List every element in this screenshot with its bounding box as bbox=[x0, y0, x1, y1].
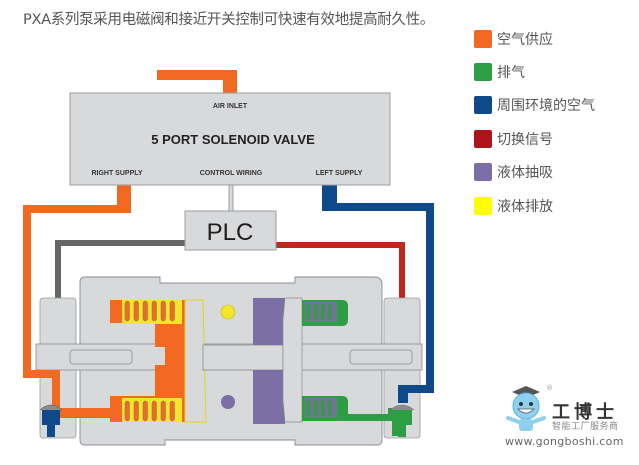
suction-chamber bbox=[253, 298, 285, 424]
control-wiring-link bbox=[228, 183, 234, 213]
bellows-fold bbox=[133, 300, 139, 322]
bellows-fold bbox=[306, 399, 311, 418]
bellows-fold bbox=[169, 300, 175, 322]
bellows-fold bbox=[124, 300, 130, 322]
right-check-valve bbox=[392, 410, 412, 437]
left-discharge-edge bbox=[184, 299, 207, 423]
legend-item-switch-signal: 切换信号 bbox=[474, 122, 595, 155]
left-air-feed bbox=[23, 370, 110, 418]
bellows-fold bbox=[151, 400, 157, 422]
logo-url[interactable]: www.gongboshi.com bbox=[505, 435, 624, 448]
control-wiring-label: CONTROL WIRING bbox=[200, 170, 263, 177]
legend-swatch bbox=[474, 196, 492, 215]
right-supply-line bbox=[23, 184, 131, 378]
bellows-fold bbox=[133, 400, 139, 422]
bellows-fold bbox=[169, 400, 175, 422]
bellows-fold bbox=[320, 399, 325, 418]
bellows-fold bbox=[313, 399, 318, 418]
gongboshi-logo: ® 工博士 智能工厂服务商 www.gongboshi.com bbox=[500, 382, 630, 457]
bellows-fold bbox=[142, 300, 148, 322]
left-check-valve bbox=[42, 410, 60, 437]
legend-item-liquid-discharge: 液体排放 bbox=[474, 189, 595, 222]
left-supply-line bbox=[322, 184, 434, 387]
bellows-fold bbox=[151, 300, 157, 322]
left-air-chamber bbox=[110, 300, 185, 422]
legend-item-air-supply: 空气供应 bbox=[474, 22, 595, 55]
bellows-fold bbox=[320, 302, 325, 321]
bellows-fold bbox=[160, 400, 166, 422]
intro-text: PXA系列泵采用电磁阀和接近开关控制可快速有效地提高耐久性。 bbox=[23, 12, 435, 28]
bellows-fold bbox=[160, 300, 166, 322]
legend-swatch bbox=[474, 96, 492, 115]
left-supply-label: LEFT SUPPLY bbox=[316, 170, 363, 177]
logo-tagline: 智能工厂服务商 bbox=[552, 422, 619, 432]
bellows-fold bbox=[327, 399, 332, 418]
legend-swatch bbox=[474, 163, 492, 182]
legend-label: 排气 bbox=[497, 65, 525, 82]
air-inlet-label: AIR INLET bbox=[213, 103, 248, 110]
suction-port bbox=[221, 395, 235, 409]
bellows-fold bbox=[306, 302, 311, 321]
legend-swatch bbox=[474, 63, 492, 82]
legend-label: 周围环境的空气 bbox=[497, 98, 595, 115]
bellows-fold bbox=[142, 400, 148, 422]
legend-item-exhaust: 排气 bbox=[474, 55, 595, 88]
bellows-folds bbox=[124, 300, 332, 422]
legend-swatch bbox=[474, 129, 492, 148]
bellows-fold bbox=[313, 302, 318, 321]
logo-brand: 工博士 bbox=[552, 402, 618, 423]
center-shaft bbox=[202, 344, 284, 371]
legend-label: 切换信号 bbox=[497, 131, 553, 148]
legend-label: 空气供应 bbox=[497, 31, 553, 48]
solenoid-valve-box bbox=[69, 92, 391, 186]
legend-item-ambient-air: 周围环境的空气 bbox=[474, 89, 595, 122]
bellows-fold bbox=[327, 302, 332, 321]
legend-label: 液体排放 bbox=[497, 198, 553, 215]
mascot-icon bbox=[506, 386, 546, 431]
right-ambient-feed bbox=[398, 385, 434, 403]
discharge-port bbox=[220, 304, 236, 320]
legend-swatch bbox=[474, 29, 492, 48]
right-supply-label: RIGHT SUPPLY bbox=[91, 170, 142, 177]
legend: 空气供应 排气 周围环境的空气 切换信号 液体抽吸 液体排放 bbox=[474, 22, 595, 222]
air-inlet-pipe bbox=[157, 70, 237, 94]
plc-label: PLC bbox=[207, 219, 254, 246]
legend-item-liquid-suction: 液体抽吸 bbox=[474, 156, 595, 189]
registered-mark: ® bbox=[546, 384, 553, 392]
legend-label: 液体抽吸 bbox=[497, 165, 553, 182]
bellows-fold bbox=[124, 400, 130, 422]
valve-title: 5 PORT SOLENOID VALVE bbox=[151, 132, 315, 147]
plc-box bbox=[184, 210, 277, 251]
